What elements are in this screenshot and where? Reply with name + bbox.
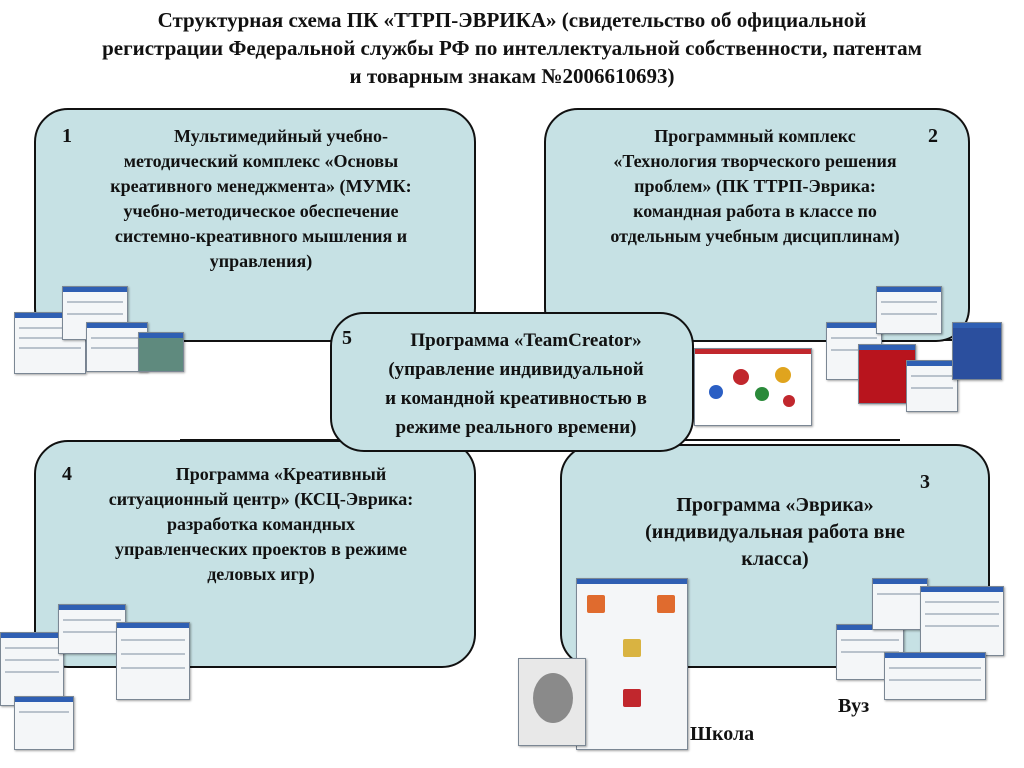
- box-5-line: (управление индивидуальной: [388, 359, 644, 380]
- title-line-1: Структурная схема ПК «ТТРП-ЭВРИКА» (свид…: [157, 8, 867, 32]
- teamcreator-molecule-image: [694, 348, 812, 426]
- screenshot-thumbnail: [876, 286, 942, 334]
- screenshot-thumbnail: [920, 586, 1004, 656]
- box-3-line: класса): [741, 548, 809, 570]
- box-3-text: Программа «Эврика» (индивидуальная работ…: [580, 492, 970, 573]
- screenshot-thumbnail: [116, 622, 190, 700]
- box-5-number: 5: [342, 327, 352, 349]
- title-line-3: и товарным знакам №2006610693): [349, 64, 675, 88]
- box-2-line: проблем» (ПК ТТРП-Эврика:: [634, 176, 876, 196]
- box-4-line: Программа «Креативный: [175, 464, 387, 484]
- box-2-line: командная работа в классе по: [633, 201, 877, 221]
- box-5-text: Программа «TeamCreator» (управление инди…: [346, 326, 686, 442]
- box-2-line: Программный комплекс: [654, 126, 856, 146]
- screenshot-thumbnail: [576, 578, 688, 750]
- box-3-line: Программа «Эврика»: [676, 494, 874, 516]
- archimedes-portrait-image: [518, 658, 586, 746]
- box-3-number: 3: [920, 471, 930, 493]
- screenshot-thumbnail: [58, 604, 126, 654]
- screenshot-thumbnail: [138, 332, 184, 372]
- screenshot-thumbnail: [86, 322, 148, 372]
- box-1-line: управления): [209, 251, 313, 271]
- caption-university: Вуз: [838, 695, 870, 717]
- box-5-line: Программа «TeamCreator»: [410, 330, 642, 351]
- box-2-text: Программный комплекс «Технология творчес…: [560, 124, 950, 249]
- box-2-number: 2: [928, 125, 938, 147]
- screenshot-thumbnail: [884, 652, 986, 700]
- box-5-line: режиме реального времени): [395, 417, 637, 438]
- box-1-line: учебно-методическое обеспечение: [123, 201, 399, 221]
- box-1-line: Мультимедийный учебно-: [173, 126, 389, 146]
- screenshot-thumbnail: [0, 632, 64, 706]
- box-4-line: деловых игр): [207, 564, 315, 584]
- box-1-line: методический комплекс «Основы: [123, 151, 399, 171]
- box-4-line: управленческих проектов в режиме: [115, 539, 407, 559]
- screenshot-thumbnail: [14, 696, 74, 750]
- box-2-line: «Технология творческого решения: [613, 151, 897, 171]
- box-4-number: 4: [62, 463, 72, 485]
- screenshot-thumbnail: [872, 578, 928, 630]
- box-5-teamcreator: 5 Программа «TeamCreator» (управление ин…: [330, 312, 694, 452]
- caption-school: Школа: [690, 723, 755, 745]
- box-5-line: и командной креативностью в: [385, 388, 647, 409]
- box-4-line: разработка командных: [166, 514, 356, 534]
- box-4-text: Программа «Креативный ситуационный центр…: [66, 462, 456, 587]
- box-4-line: ситуационный центр» (КСЦ-Эврика:: [108, 489, 414, 509]
- box-1-text: Мультимедийный учебно- методический комп…: [66, 124, 456, 274]
- box-1-number: 1: [62, 125, 72, 147]
- box-1-line: системно-креативного мышления и: [114, 226, 408, 246]
- screenshot-thumbnail: [906, 360, 958, 412]
- diagram-title: Структурная схема ПК «ТТРП-ЭВРИКА» (свид…: [0, 6, 1024, 90]
- screenshot-thumbnail: [952, 322, 1002, 380]
- box-2-line: отдельным учебным дисциплинам): [610, 226, 900, 246]
- title-line-2: регистрации Федеральной службы РФ по инт…: [102, 36, 922, 60]
- box-1-line: креативного менеджмента» (МУМК:: [110, 176, 412, 196]
- box-3-line: (индивидуальная работа вне: [645, 521, 905, 543]
